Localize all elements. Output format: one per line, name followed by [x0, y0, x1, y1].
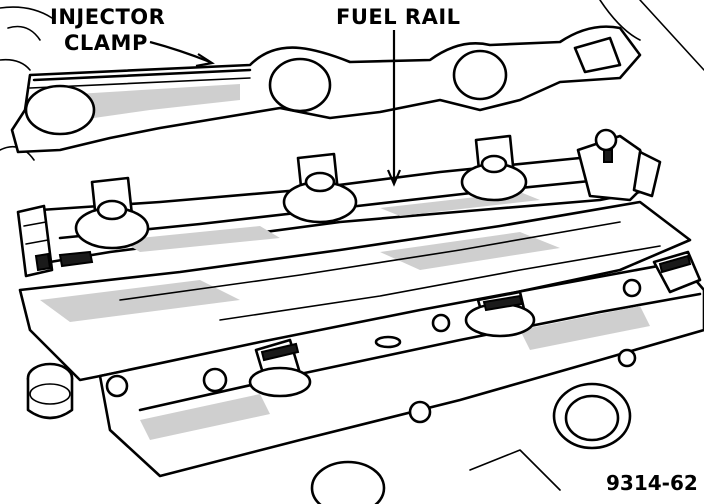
injector-clamp [10, 25, 642, 154]
injector-clamp-label-line2: CLAMP [64, 31, 148, 55]
fuel-rail-arrowhead [386, 169, 402, 187]
manifold-sensor-right [652, 250, 702, 294]
fuel-injector-1 [58, 176, 150, 268]
manifold-port-left [26, 362, 74, 420]
manifold-port-bottom [310, 449, 561, 504]
injector-clamp-label-line1: INJECTOR [50, 5, 165, 29]
rail-end-connector [16, 204, 54, 278]
injector-clamp-arrowhead [195, 53, 215, 68]
clamp-hole-2 [268, 57, 332, 113]
injector-clamp-leader [149, 40, 211, 64]
manifold-sensor-center [464, 290, 536, 338]
manifold-port-lower-right [552, 382, 632, 450]
clamp-hole-3 [452, 49, 508, 101]
manifold-sensor-left [248, 338, 312, 398]
intake-manifold [18, 200, 704, 478]
fuel-rail-label: FUEL RAIL [336, 5, 461, 29]
clamp-hole-1 [24, 84, 96, 136]
fuel-pressure-fitting [576, 128, 662, 202]
figure-number: 9314-62 [606, 471, 698, 495]
fuel-injector-3 [460, 134, 528, 202]
fuel-injector-2 [282, 152, 358, 224]
background-hand-outline [0, 0, 704, 161]
manifold-bolts [105, 278, 642, 424]
